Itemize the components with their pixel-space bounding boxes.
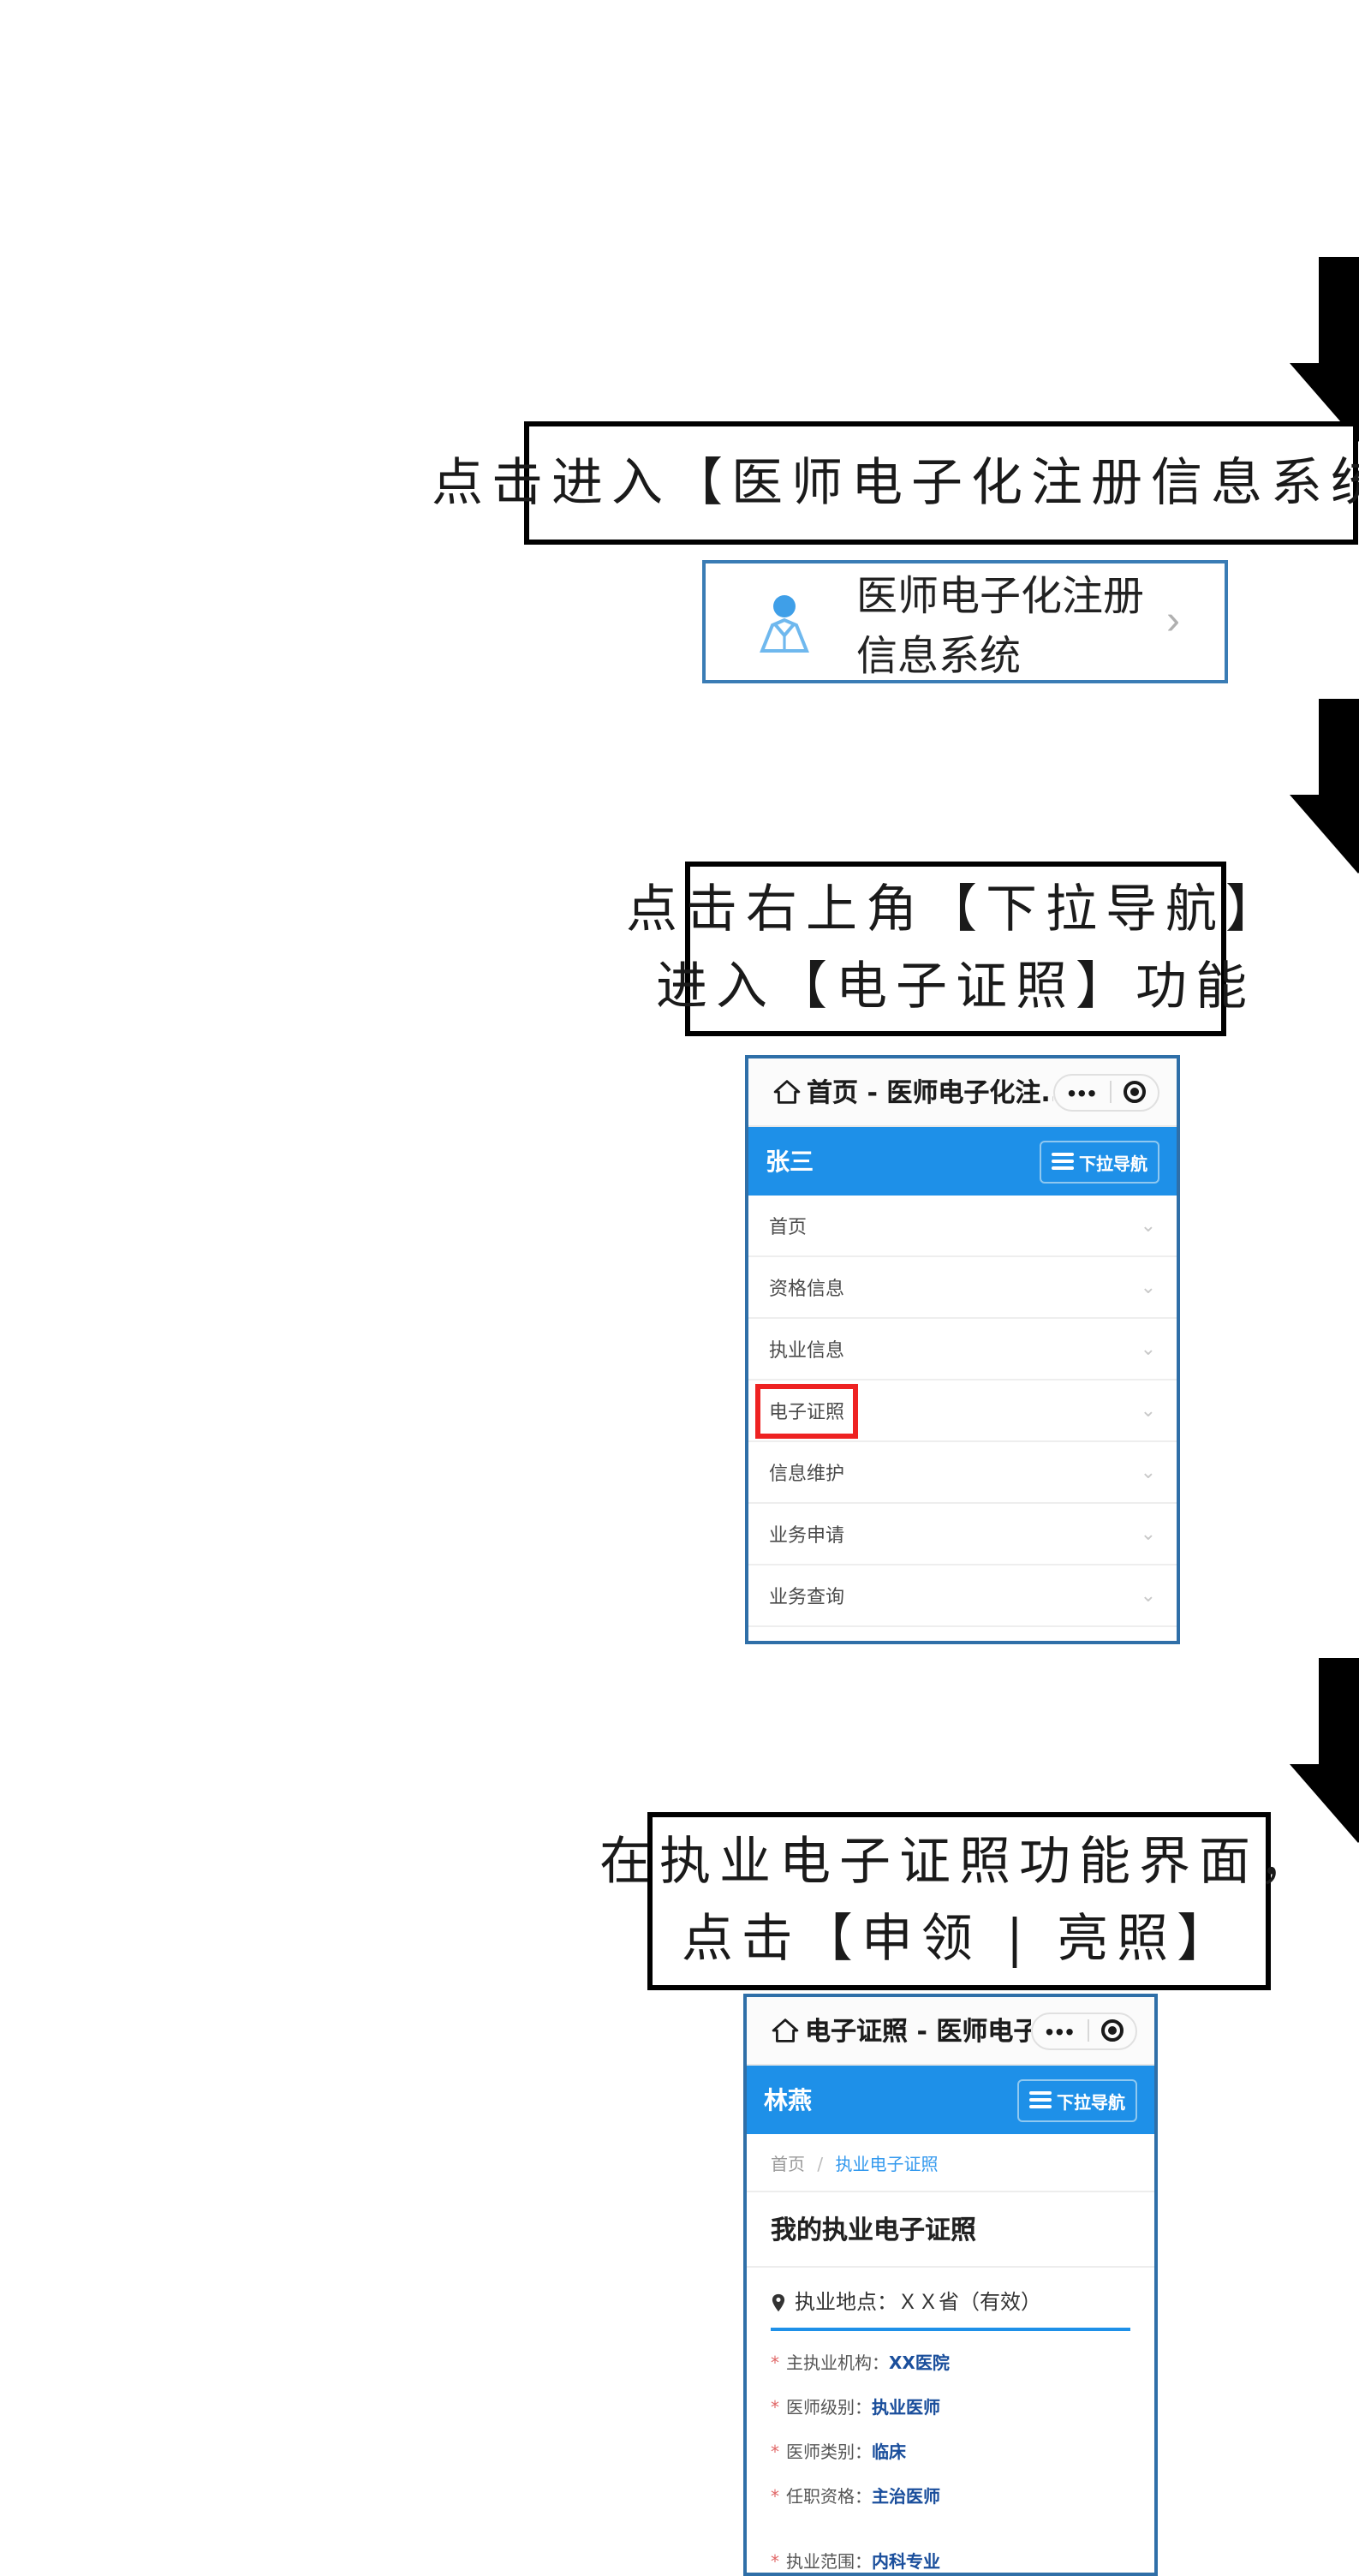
phone-mockup-home: 首页 - 医师电子化注... ••• 张三 下拉导航 首页 ⌄ 资格信息 ⌄ 执… [745,1055,1180,1644]
field-value: 临床 [872,2444,906,2463]
instruction-line: 点击进入【医师电子化注册信息系统】 [432,453,1359,513]
dropdown-nav-button[interactable]: 下拉导航 [1017,2078,1137,2121]
instruction-line: 点击【申领 | 亮照】 [681,1910,1237,1970]
circle-dot-icon[interactable] [1101,2019,1124,2042]
menu-item-zhiyexinxi[interactable]: 执业信息 ⌄ [748,1319,1177,1380]
dropdown-nav-label: 下拉导航 [1057,2094,1125,2113]
home-icon[interactable] [766,1077,807,1106]
menu-item-xinxiweihu[interactable]: 信息维护 ⌄ [748,1442,1177,1504]
instruction-line: 在执业电子证照功能界面， [599,1833,1319,1893]
chevron-down-icon: ⌄ [1140,1216,1156,1237]
required-marker: * [771,2400,779,2418]
dropdown-nav-label: 下拉导航 [1079,1155,1147,1174]
field-label: 医师类别： [786,2444,872,2463]
menu-item-yewuchaxun[interactable]: 业务查询 ⌄ [748,1565,1177,1627]
instruction-box-step-2-real: 点击右上角【下拉导航】 进入【电子证照】功能 [626,862,1277,1036]
menu-item-label: 执业信息 [769,1339,844,1361]
menu-item-label: 证书补办 [769,1643,844,1644]
chevron-down-icon: ⌄ [1140,1463,1156,1483]
page-title: 首页 - 医师电子化注... [807,1077,1054,1108]
wechat-capsule[interactable]: ••• [1031,2012,1137,2049]
wechat-titlebar: 电子证照 - 医师电子化注... ••• [747,1997,1154,2066]
field-row: * 执业范围： 内科专业 [747,2547,1154,2573]
breadcrumb: 首页 / 执业电子证照 [747,2134,1154,2192]
capsule-divider [1110,1081,1112,1103]
more-icon[interactable]: ••• [1045,2017,1076,2044]
chevron-down-icon: ⌄ [1140,1278,1156,1298]
menu-item-label: 业务查询 [769,1585,844,1607]
field-row: * 医师级别： 执业医师 [747,2393,1154,2418]
menu-item-zhengshububan[interactable]: 证书补办 ⌄ [748,1627,1177,1644]
hamburger-icon [1052,1153,1074,1170]
menu-list: 首页 ⌄ 资格信息 ⌄ 执业信息 ⌄ 电子证照 ⌄ 信息维护 ⌄ 业务申请 ⌄ … [748,1196,1177,1644]
menu-item-label: 资格信息 [769,1277,844,1299]
practice-location-text: 执业地点：ＸＸ省（有效） [795,2290,1042,2314]
flow-arrow-1 [1290,257,1359,442]
menu-item-yewushenqing[interactable]: 业务申请 ⌄ [748,1504,1177,1565]
section-title: 我的执业电子证照 [747,2192,1154,2268]
more-icon[interactable]: ••• [1067,1078,1098,1106]
flow-arrow-2 [1290,699,1359,874]
field-value: XX医院 [889,2355,950,2374]
capsule-divider [1088,2019,1089,2042]
app-entry-card[interactable]: 医师电子化注册信息系统 › [702,560,1228,683]
menu-item-shouye[interactable]: 首页 ⌄ [748,1196,1177,1257]
wechat-capsule[interactable]: ••• [1053,1073,1159,1111]
username-label: 林燕 [764,2088,812,2115]
section-divider [771,2328,1130,2331]
field-row: * 任职资格： 主治医师 [747,2482,1154,2507]
wechat-titlebar: 首页 - 医师电子化注... ••• [748,1058,1177,1127]
app-card-title: 医师电子化注册信息系统 [856,572,1144,680]
certificate-body: 首页 / 执业电子证照 我的执业电子证照 执业地点：ＸＸ省（有效） * 主执业机… [747,2134,1154,2573]
breadcrumb-separator: / [817,2156,824,2175]
field-value: 执业医师 [872,2400,940,2418]
circle-dot-icon[interactable] [1124,1081,1146,1103]
home-icon[interactable] [764,2016,805,2045]
chevron-down-icon: ⌄ [1140,1401,1156,1422]
menu-item-label: 首页 [769,1215,807,1237]
app-header-bar: 林燕 下拉导航 [747,2066,1154,2134]
flow-arrow-3 [1290,1658,1359,1843]
required-marker: * [771,2355,779,2374]
field-label: 主执业机构： [786,2355,889,2374]
breadcrumb-current[interactable]: 执业电子证照 [835,2156,939,2175]
field-row: * 主执业机构： XX医院 [747,2348,1154,2374]
instruction-line: 进入【电子证照】功能 [656,957,1255,1017]
field-group-gap [747,2526,1154,2547]
phone-mockup-certificate: 电子证照 - 医师电子化注... ••• 林燕 下拉导航 首页 / 执业电子证照… [743,1994,1158,2576]
required-marker: * [771,2489,779,2507]
field-row: * 医师类别： 临床 [747,2437,1154,2463]
field-label: 执业范围： [786,2554,872,2573]
username-label: 张三 [766,1149,814,1177]
certificate-fields: * 主执业机构： XX医院 * 医师级别： 执业医师 * 医师类别： 临床 * … [747,2348,1154,2573]
menu-item-label: 信息维护 [769,1462,844,1484]
doctor-icon [750,587,819,656]
instruction-line: 点击右上角【下拉导航】 [626,880,1285,940]
dropdown-nav-button[interactable]: 下拉导航 [1040,1140,1159,1183]
field-label: 医师级别： [786,2400,872,2418]
practice-location-row: 执业地点：ＸＸ省（有效） [747,2268,1154,2328]
chevron-down-icon: ⌄ [1140,1339,1156,1360]
menu-item-label: 电子证照 [755,1383,858,1438]
chevron-down-icon: ⌄ [1140,1586,1156,1607]
app-header-bar: 张三 下拉导航 [748,1127,1177,1196]
menu-item-dianzizhengzhao[interactable]: 电子证照 ⌄ [748,1380,1177,1442]
breadcrumb-root[interactable]: 首页 [771,2156,805,2175]
map-pin-icon [771,2293,786,2312]
field-value: 主治医师 [872,2489,940,2507]
chevron-down-icon: ⌄ [1140,1524,1156,1545]
required-marker: * [771,2554,779,2573]
menu-item-label: 业务申请 [769,1524,844,1546]
page-title: 电子证照 - 医师电子化注... [805,2016,1032,2047]
instruction-box-step-3: 在执业电子证照功能界面， 点击【申领 | 亮照】 [599,1812,1310,1990]
field-value: 内科专业 [872,2554,940,2573]
hamburger-icon [1029,2091,1052,2108]
required-marker: * [771,2444,779,2463]
menu-item-zigexinxi[interactable]: 资格信息 ⌄ [748,1257,1177,1319]
instruction-box-step-1: 点击进入【医师电子化注册信息系统】 [432,421,1359,545]
chevron-right-icon: › [1166,598,1180,644]
field-label: 任职资格： [786,2489,872,2507]
